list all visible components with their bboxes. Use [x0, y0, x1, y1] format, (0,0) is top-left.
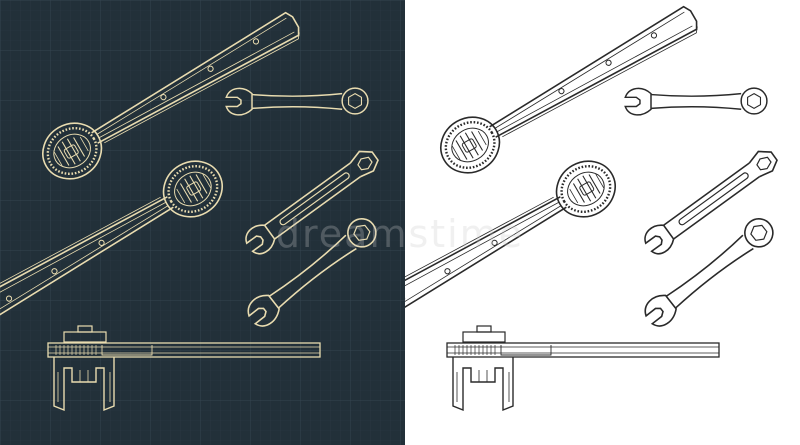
light-drawing-svg [405, 0, 800, 445]
light-drawing-panel [405, 0, 800, 445]
dark-blueprint-panel [0, 0, 405, 445]
dark-blueprint-svg [0, 0, 405, 445]
